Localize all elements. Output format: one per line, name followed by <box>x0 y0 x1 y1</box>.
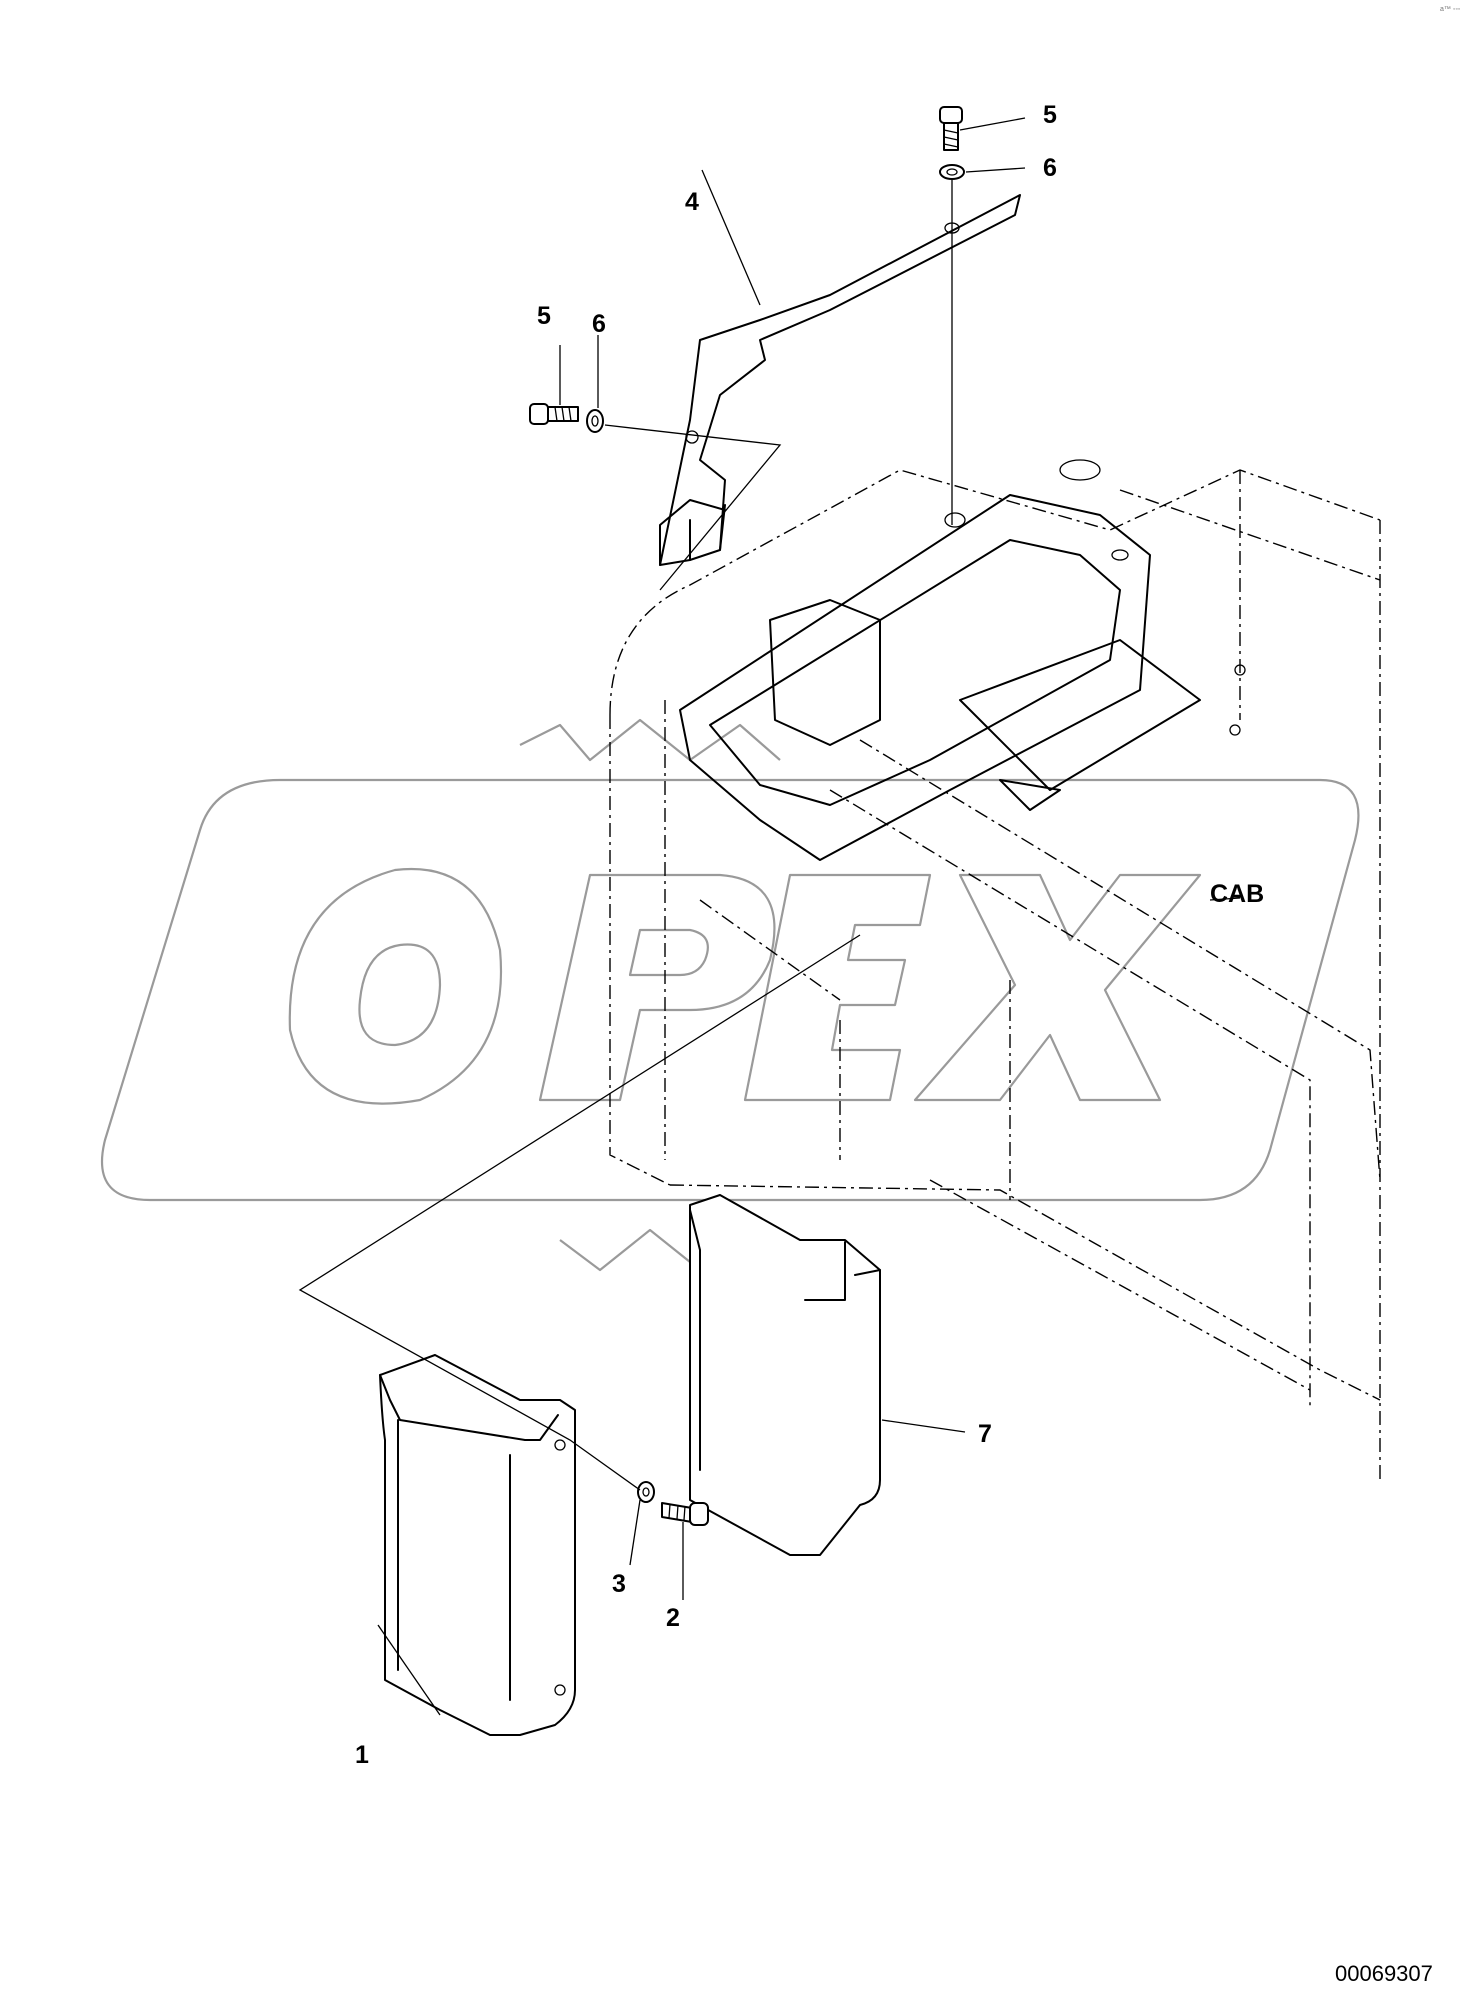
corner-mark: a™ ◦◦◦ <box>1440 6 1461 13</box>
part-4-bracket <box>659 194 1021 566</box>
leader-lines <box>298 117 1241 1716</box>
cab-frame <box>609 469 1381 1480</box>
washer-3 <box>637 1481 655 1503</box>
callout-5-top: 5 <box>1043 101 1057 129</box>
callout-1: 1 <box>355 1741 369 1769</box>
bolt-2 <box>661 1502 709 1526</box>
washer-6-left <box>586 409 604 433</box>
cab-label: CAB <box>1210 880 1265 908</box>
part-7-cover <box>689 1194 881 1556</box>
washer-6-top <box>939 164 965 180</box>
callout-5-left: 5 <box>537 302 551 330</box>
callout-6-left: 6 <box>592 310 606 338</box>
callout-6-top: 6 <box>1043 154 1057 182</box>
bolt-5-top <box>939 106 963 151</box>
callout-4: 4 <box>685 188 699 216</box>
document-number: 00069307 <box>1335 1961 1433 1986</box>
callout-3: 3 <box>612 1570 626 1598</box>
cab-console <box>679 459 1246 861</box>
part-1-cover <box>379 1354 576 1736</box>
callout-7: 7 <box>978 1420 992 1448</box>
bolt-5-left <box>529 403 579 425</box>
watermark-logo <box>100 718 1360 1272</box>
callout-2: 2 <box>666 1604 680 1632</box>
